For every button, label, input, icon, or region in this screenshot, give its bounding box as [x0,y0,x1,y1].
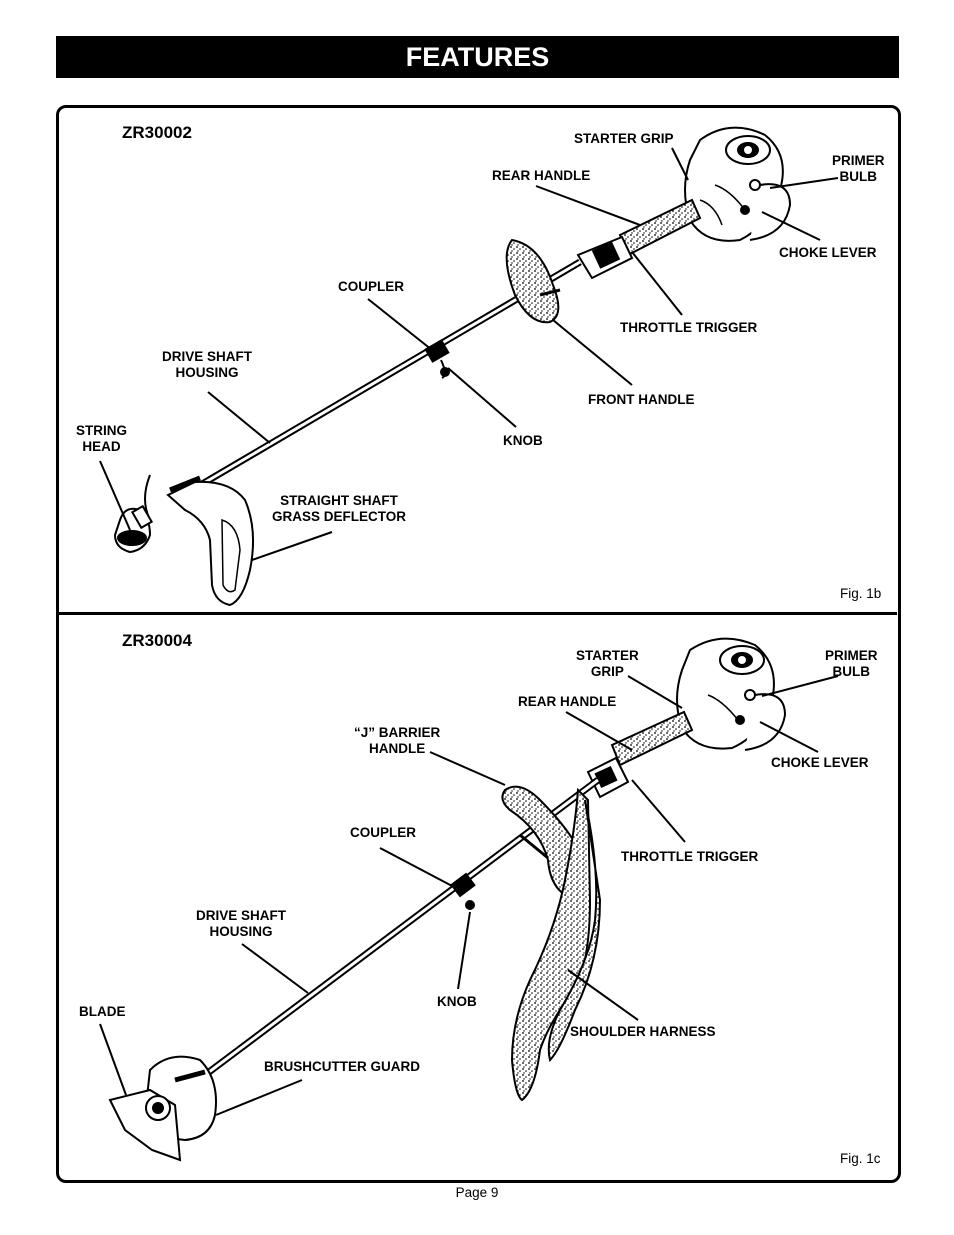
page-title: FEATURES [56,36,899,78]
trimmer-zr30004-drawing [108,637,787,1162]
figure-caption-1c: Fig. 1c [840,1151,881,1166]
label-blade: BLADE [79,1004,126,1019]
leader-lines-1b [99,147,839,561]
label-shoulder-harness: SHOULDER HARNESS [570,1024,716,1039]
label-choke-lever: CHOKE LEVER [771,755,869,770]
label-primer-bulb: PRIMER BULB [832,153,885,184]
leader-lines-1c [99,675,839,1116]
label-primer-bulb: PRIMER BULB [825,648,878,679]
model-zr30002: ZR30002 [122,123,192,142]
label-rear-handle: REAR HANDLE [518,694,617,709]
label-knob: KNOB [503,433,543,448]
engine-1b [684,126,792,242]
engine-1c [676,637,787,751]
label-brushcutter-guard: BRUSHCUTTER GUARD [264,1059,420,1074]
label-j-barrier-handle: “J” BARRIER HANDLE [354,725,441,756]
figure-divider [58,612,897,615]
label-drive-shaft-housing: DRIVE SHAFT HOUSING [162,349,253,380]
page-number: Page 9 [455,1185,499,1200]
label-knob: KNOB [437,994,477,1009]
label-rear-handle: REAR HANDLE [492,168,591,183]
label-choke-lever: CHOKE LEVER [779,245,877,260]
figure-frame [56,105,901,1183]
label-straight-shaft-grass-deflector: STRAIGHT SHAFT GRASS DEFLECTOR [272,493,407,524]
label-string-head: STRING HEAD [76,423,128,454]
model-zr30004: ZR30004 [122,631,192,650]
label-starter-grip: STARTER GRIP [574,131,674,146]
trimmer-zr30002-drawing [113,126,792,607]
label-drive-shaft-housing: DRIVE SHAFT HOUSING [196,908,287,939]
label-coupler: COUPLER [338,279,405,294]
label-starter-grip: STARTER GRIP [576,648,639,679]
label-front-handle: FRONT HANDLE [588,392,695,407]
label-throttle-trigger: THROTTLE TRIGGER [621,849,759,864]
label-throttle-trigger: THROTTLE TRIGGER [620,320,758,335]
label-coupler: COUPLER [350,825,417,840]
figure-caption-1b: Fig. 1b [840,586,882,601]
